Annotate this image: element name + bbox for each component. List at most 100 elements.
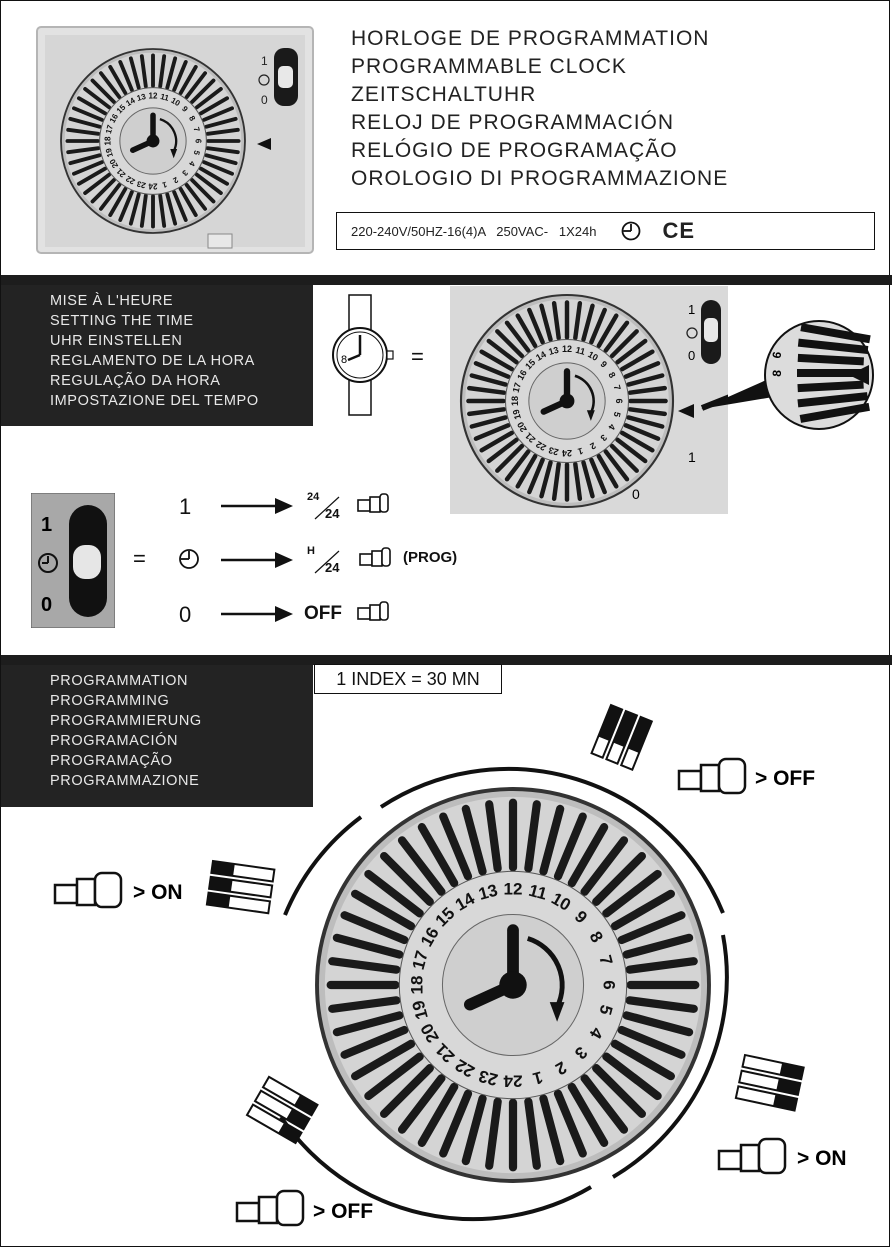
hour-label: 7 [612,384,623,391]
segment-tab [66,146,101,155]
hour-label: 14 [534,349,548,363]
rotation-arrow-icon [159,118,178,152]
segment-tab [469,415,508,429]
segment-tab [397,836,446,896]
programming-it: PROGRAMMAZIONE [50,773,200,789]
segment-tab [461,804,487,876]
segment-tab [617,1025,686,1059]
segment-tab [118,60,134,92]
segment-tab [417,823,459,888]
off-label-bottom-left: > OFF [313,1200,373,1223]
socket-plug-icon [53,871,123,909]
setting-time-fr: MISE À L'HEURE [50,293,174,309]
segment-tab [589,457,607,495]
switch-label-0: 0 [41,594,52,616]
segment-tab [551,301,561,341]
segment-tab [184,182,208,211]
hour-label: 8 [606,370,617,379]
hour-label: 13 [136,92,147,103]
segment-tab [172,190,188,222]
clock-icon [622,221,641,241]
hour-label: 18 [510,396,520,406]
hour-label: 11 [575,345,587,357]
segment-tab [617,911,686,945]
segment-tab [198,166,230,186]
segment-tab [332,933,404,959]
switch-label-1: 1 [261,54,268,68]
segment-tab [158,193,167,228]
segment-tab [581,303,595,342]
off-label-top-right: > OFF [755,767,815,790]
segment-tab [379,1064,434,1119]
hour-label: 23 [477,1066,500,1089]
segment-tab [619,349,655,372]
segment-tab [83,172,112,196]
mode-switch-photo: 1 0 [31,493,115,628]
hour-label: 23 [547,445,559,457]
fraction-h-24: H 24 [307,545,340,575]
hour-label: 11 [159,92,170,103]
segment-tab [172,60,188,92]
on-label-left: > ON [133,881,183,904]
segment-tab [495,443,525,473]
segment-tab [202,160,234,176]
segment-tab [202,106,234,122]
segment-tab [527,457,545,495]
corner-label-0: 0 [632,486,640,502]
hour-label: 6 [614,398,624,403]
section-divider [1,275,892,285]
segment-tab [479,430,515,453]
hour-label: 20 [515,420,529,434]
hour-label: 12 [504,879,523,898]
segment-tab [205,146,240,155]
segment-tab [178,186,198,218]
magnified-index-detail: 6 8 [701,320,874,430]
segment-tab [495,329,525,359]
switch-label-0: 0 [261,93,268,107]
equals-sign: = [133,546,146,571]
programming-de: PROGRAMMIERUNG [50,713,202,729]
index-label: 1 INDEX = 30 MN [314,664,502,694]
segment-tab [580,836,629,896]
equals-sign: = [411,344,424,369]
hour-label: 15 [523,357,537,371]
hour-label: 23 [135,179,146,190]
hour-label: 6 [194,139,203,144]
switch-label-1: 1 [688,302,695,317]
svg-text:8: 8 [770,369,785,377]
segment-tab [328,996,401,1013]
setting-time-de: UHR EINSTELLEN [50,333,183,349]
segment-tab [504,320,531,353]
hour-label: 13 [477,881,500,904]
segment-tab [83,86,112,110]
segment-tab [190,178,216,204]
segment-tab [610,1039,675,1081]
title-pt: RELÓGIO DE PROGRAMAÇÃO [351,139,678,162]
segment-tab [417,1082,459,1147]
hour-label: 5 [595,1003,616,1017]
segment-tab [351,889,416,931]
segment-tab [602,1052,662,1101]
section-divider [1,655,892,665]
mode-switch: 1 0 [258,48,298,107]
programming-panel: PROGRAMMATION PROGRAMMING PROGRAMMIERUNG… [1,665,313,807]
arrow-right-icon [221,606,293,622]
switch-label-0: 0 [688,348,695,363]
hour-label: 9 [180,104,190,114]
segment-tab [467,407,507,417]
segment-tab [72,160,104,176]
segment-tab [68,153,102,166]
pins-out-icon [205,859,276,915]
hour-label: 1 [577,446,584,457]
segment-tab [573,461,583,501]
title-it: OROLOGIO DI PROGRAMMAZIONE [351,167,729,190]
segment-tab [622,1011,694,1037]
segment-tab [539,1094,565,1166]
segment-tab [351,1039,416,1081]
product-titles: HORLOGE DE PROGRAMMATION PROGRAMMABLE CL… [351,25,728,193]
segment-tab [108,64,128,96]
